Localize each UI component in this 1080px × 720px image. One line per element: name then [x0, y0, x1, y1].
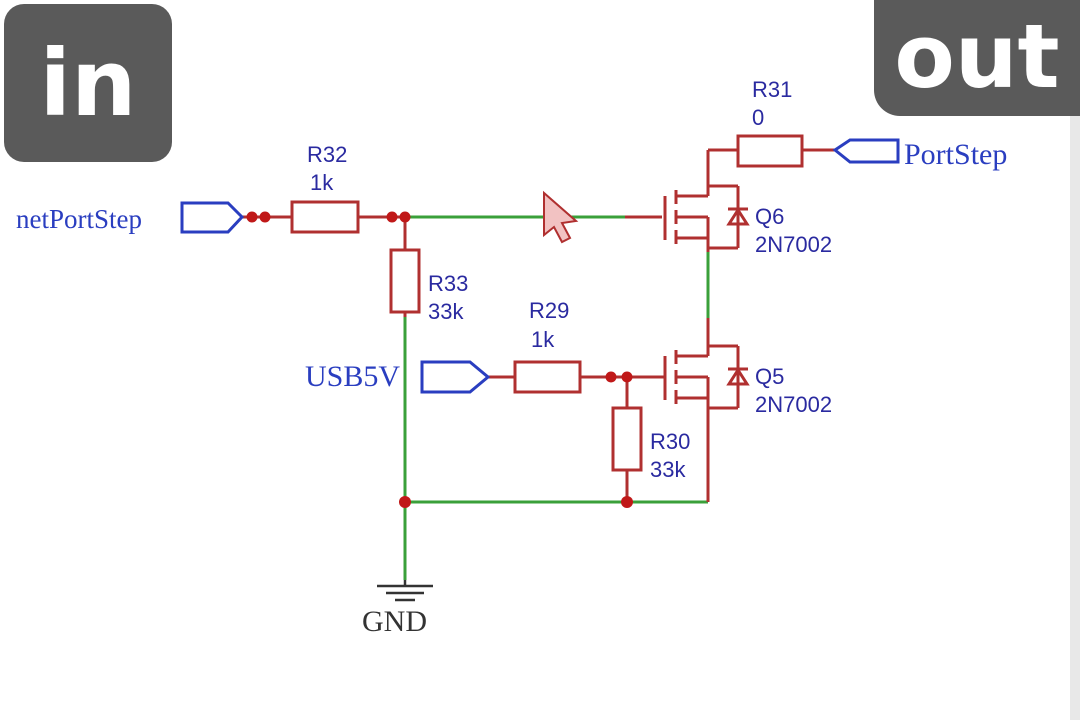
r33-value: 33k: [428, 299, 464, 324]
r30-ref: R30: [650, 429, 691, 454]
r29-ref: R29: [529, 298, 570, 323]
resistor-r32: [290, 200, 360, 234]
r33-ref: R33: [428, 271, 469, 296]
port-flag-output: [832, 138, 900, 164]
r32-value: 1k: [310, 170, 334, 195]
r29-value: 1k: [531, 327, 555, 352]
port-flags: [180, 138, 900, 394]
resistor-r30: [611, 406, 643, 472]
resistor-r29: [513, 360, 582, 394]
r30-value: 33k: [650, 457, 686, 482]
wires: [403, 215, 710, 580]
r31-ref: R31: [752, 77, 793, 102]
r31-value: 0: [752, 105, 765, 130]
port-flag-input: [180, 201, 245, 234]
resistor-r33: [389, 248, 421, 314]
input-port-label: netPortStep: [16, 204, 142, 234]
port-flag-usb: [420, 360, 491, 394]
ground-label: GND: [362, 605, 427, 638]
ground-symbol: [377, 580, 433, 602]
component-leads: [242, 148, 835, 502]
q5-part: 2N7002: [755, 392, 833, 417]
out-badge: out: [874, 0, 1080, 116]
usb-port-label: USB5V: [305, 360, 401, 393]
right-edge-strip: [1070, 116, 1080, 720]
resistor-r31: [736, 134, 804, 168]
r32-ref: R32: [307, 142, 348, 167]
mouse-cursor-icon: [543, 190, 579, 244]
in-badge: in: [4, 4, 172, 162]
q6-part: 2N7002: [755, 232, 833, 257]
q6-ref: Q6: [755, 204, 785, 229]
resistor-bodies: [290, 134, 804, 472]
output-port-label: PortStep: [904, 138, 1008, 171]
junctions: [246, 211, 633, 508]
q5-ref: Q5: [755, 364, 785, 389]
